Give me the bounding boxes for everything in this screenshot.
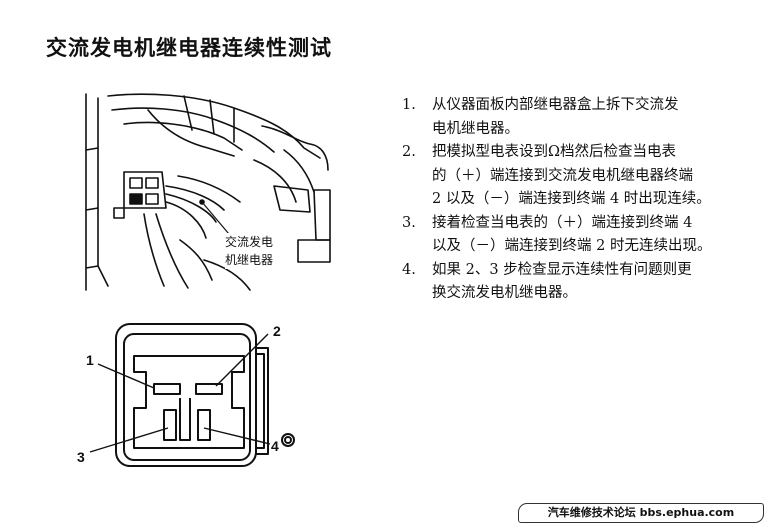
step-list: 1. 从仪器面板内部继电器盒上拆下交流发 电机继电器。 2. 把模拟型电表设到Ω… — [402, 94, 732, 306]
callout-line: 机继电器 — [225, 253, 274, 267]
step-text-line: 接着检查当电表的（＋）端连接到终端 4 — [432, 214, 693, 231]
step-item: 4. 如果 2、3 步检查显示连续性有问题则更 换交流发电机继电器。 — [402, 259, 732, 306]
step-number: 4. — [402, 261, 416, 278]
step-text-line: 以及（－）端连接到终端 2 时无连续出现。 — [432, 238, 712, 254]
relay-location-illustration — [85, 93, 331, 291]
relay-terminal-diagram — [89, 323, 295, 467]
step-text-line: 把模拟型电表设到Ω档然后检查当电表 — [432, 144, 677, 160]
page-title: 交流发电机继电器连续性测试 — [46, 36, 332, 60]
callout-line: 交流发电 — [225, 235, 274, 249]
terminal-label: 3 — [77, 449, 85, 465]
relay-callout-label: 交流发电 机继电器 — [225, 233, 274, 269]
terminal-label: 2 — [273, 323, 281, 339]
terminal-label: 1 — [86, 352, 94, 368]
step-number: 3. — [402, 214, 416, 231]
terminal-label: 4 — [271, 438, 279, 454]
step-text-line: 如果 2、3 步检查显示连续性有问题则更 — [432, 261, 692, 278]
forum-watermark: 汽车维修技术论坛 bbs.ephua.com — [518, 503, 764, 523]
step-number: 2. — [402, 144, 416, 160]
step-text-line: 电机继电器。 — [432, 120, 519, 137]
step-text-line: 从仪器面板内部继电器盒上拆下交流发 — [432, 97, 679, 113]
step-item: 2. 把模拟型电表设到Ω档然后检查当电表 的（＋）端连接到交流发电机继电器终端 … — [402, 141, 732, 212]
step-item: 3. 接着检查当电表的（＋）端连接到终端 4 以及（－）端连接到终端 2 时无连… — [402, 212, 732, 259]
step-text-line: 换交流发电机继电器。 — [432, 285, 577, 301]
step-number: 1. — [402, 97, 416, 113]
step-text-line: 的（＋）端连接到交流发电机继电器终端 — [432, 167, 693, 184]
step-text-line: 2 以及（－）端连接到终端 4 时出现连续。 — [432, 191, 711, 207]
step-item: 1. 从仪器面板内部继电器盒上拆下交流发 电机继电器。 — [402, 94, 732, 141]
